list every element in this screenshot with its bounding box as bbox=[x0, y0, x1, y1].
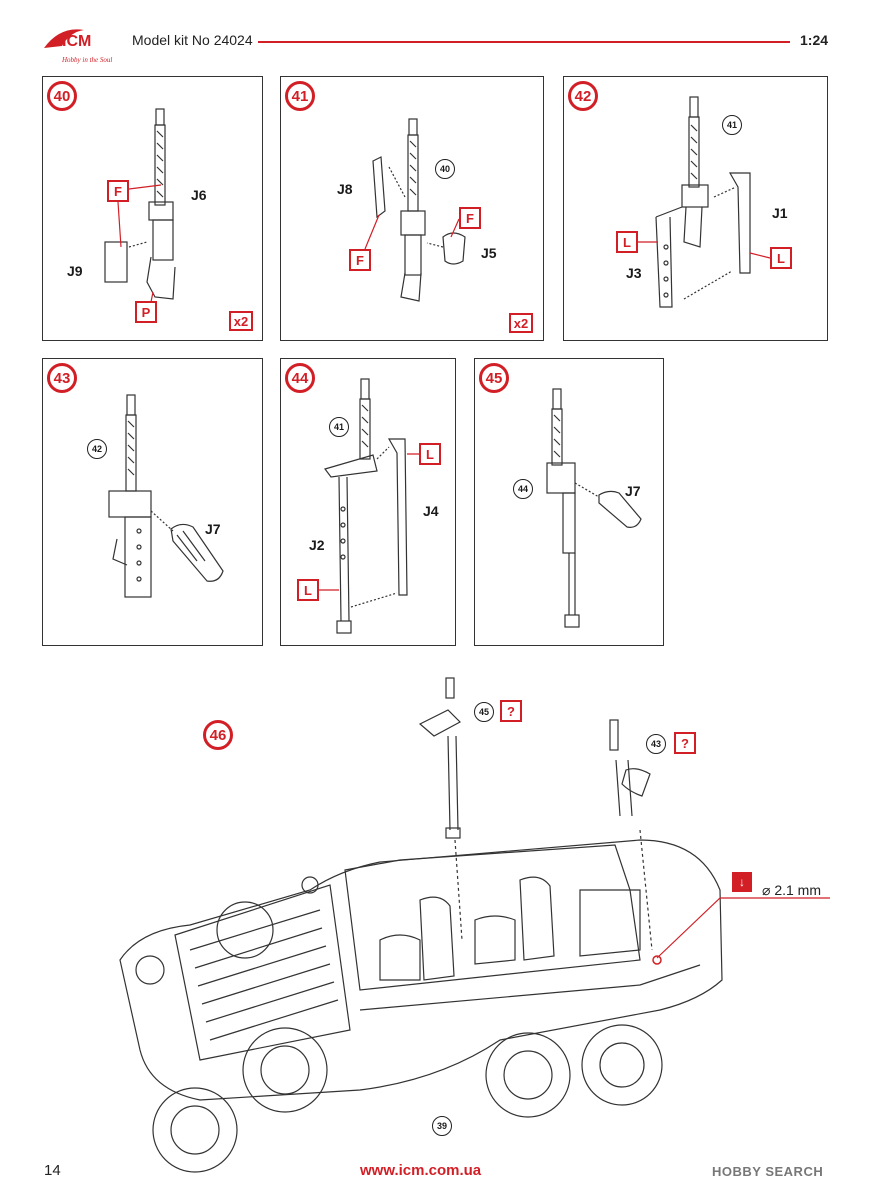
step-46-badge: 46 bbox=[203, 720, 233, 750]
part-j7: J7 bbox=[205, 521, 221, 537]
step-43-panel: 43 42 J7 bbox=[42, 358, 263, 646]
ref-step-44: 44 bbox=[513, 479, 533, 499]
step-41-illustration bbox=[372, 118, 466, 302]
callout-f: F bbox=[107, 180, 129, 202]
page-number: 14 bbox=[44, 1162, 61, 1179]
icm-logo: ICM Hobby in the Soul bbox=[40, 20, 120, 70]
logo-tagline: Hobby in the Soul bbox=[61, 56, 112, 64]
website-link[interactable]: www.icm.com.ua bbox=[360, 1162, 482, 1179]
step-41-panel: 41 40 J8 F J5 F x2 bbox=[280, 76, 544, 341]
part-j4: J4 bbox=[423, 503, 439, 519]
callout-f-right: F bbox=[459, 207, 481, 229]
callout-l-right: L bbox=[770, 247, 792, 269]
callout-f-left: F bbox=[349, 249, 371, 271]
ref-step-39: 39 bbox=[432, 1116, 452, 1136]
step-41-badge: 41 bbox=[285, 81, 315, 111]
kit-title: Model kit No 24024 bbox=[132, 32, 253, 48]
callout-l-left: L bbox=[616, 231, 638, 253]
part-j6: J6 bbox=[191, 187, 207, 203]
unknown-mark-45: ? bbox=[500, 700, 522, 722]
step-45-panel: 45 44 J7 bbox=[474, 358, 664, 646]
logo-swoosh-icon: ICM Hobby in the Soul bbox=[44, 29, 112, 64]
step-43-badge: 43 bbox=[47, 363, 77, 393]
ref-step-40: 40 bbox=[435, 159, 455, 179]
unknown-mark-43: ? bbox=[674, 732, 696, 754]
scale-label: 1:24 bbox=[800, 32, 829, 48]
step-42-leaders bbox=[638, 241, 771, 259]
step-44-badge: 44 bbox=[285, 363, 315, 393]
step-42-panel: 42 41 J1 L L J3 bbox=[563, 76, 828, 341]
step-42-badge: 42 bbox=[568, 81, 598, 111]
ref-step-45: 45 bbox=[474, 702, 494, 722]
step-44-panel: 44 41 L J4 J2 L bbox=[280, 358, 456, 646]
part-j2: J2 bbox=[309, 537, 325, 553]
step-43-illustration bbox=[108, 394, 224, 598]
watermark: HOBBY SEARCH bbox=[712, 1164, 824, 1179]
multiplier-x2: x2 bbox=[509, 313, 533, 333]
step-40-badge: 40 bbox=[47, 81, 77, 111]
multiplier-x2: x2 bbox=[229, 311, 253, 331]
step-44-illustration bbox=[324, 378, 408, 634]
step-41-leaders bbox=[364, 214, 460, 250]
part-j8: J8 bbox=[337, 181, 353, 197]
part-j5: J5 bbox=[481, 245, 497, 261]
callout-l-top: L bbox=[419, 443, 441, 465]
step-44-leaders bbox=[319, 453, 419, 591]
step-42-illustration bbox=[655, 96, 751, 308]
step-40-illustration bbox=[104, 108, 176, 300]
step-45-badge: 45 bbox=[479, 363, 509, 393]
part-j3: J3 bbox=[626, 265, 642, 281]
ref-step-43: 43 bbox=[646, 734, 666, 754]
drill-size: ⌀ 2.1 mm bbox=[762, 882, 821, 898]
ref-step-41: 41 bbox=[329, 417, 349, 437]
part-j9: J9 bbox=[67, 263, 83, 279]
logo-brand-text: ICM bbox=[62, 33, 91, 50]
step-45-illustration bbox=[546, 388, 642, 628]
part-j7: J7 bbox=[625, 483, 641, 499]
drill-icon: ↓ bbox=[732, 872, 752, 892]
part-j1: J1 bbox=[772, 205, 788, 221]
header-rule bbox=[258, 41, 790, 43]
ref-step-41: 41 bbox=[722, 115, 742, 135]
callout-l-bottom: L bbox=[297, 579, 319, 601]
ref-step-42: 42 bbox=[87, 439, 107, 459]
callout-p: P bbox=[135, 301, 157, 323]
step-40-panel: 40 F P J6 J9 x2 bbox=[42, 76, 263, 341]
